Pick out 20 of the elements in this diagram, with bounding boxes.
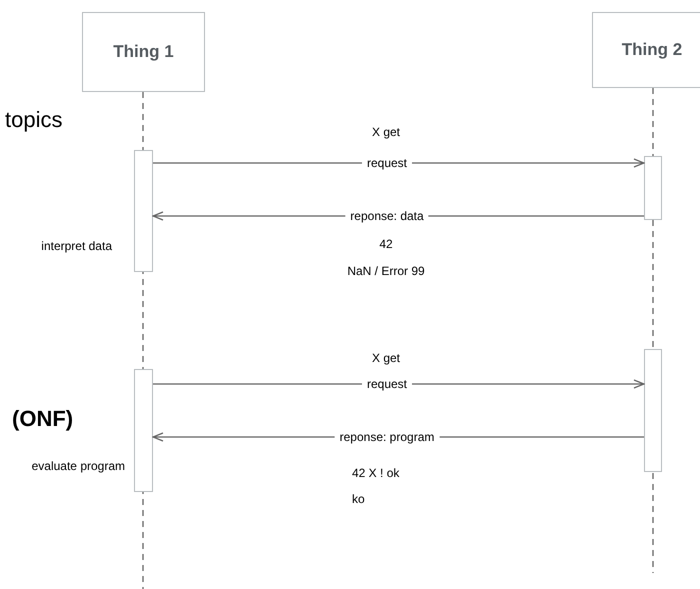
participant-box — [592, 12, 700, 88]
note-text: X get — [372, 350, 400, 367]
note-text: 42 X ! ok — [352, 465, 400, 482]
note-text: ko — [352, 491, 365, 508]
message-arrow — [153, 158, 645, 168]
activity-label: interpret data — [41, 238, 112, 255]
participant-name: Thing 1 — [113, 41, 174, 64]
note-text: 42 — [379, 236, 393, 253]
note-text: topics — [5, 106, 62, 134]
activation-bar — [644, 156, 662, 220]
activation-bar — [134, 369, 153, 492]
participant-name: Thing 2 — [622, 39, 682, 62]
activation-bar — [644, 349, 662, 472]
participant-box — [82, 12, 205, 92]
activation-bar — [134, 150, 153, 272]
note-text: X get — [372, 124, 400, 141]
activity-label: evaluate program — [32, 458, 125, 475]
note-text: NaN / Error 99 — [347, 263, 425, 280]
note-text: (ONF) — [12, 405, 74, 433]
message-arrow — [153, 379, 645, 389]
